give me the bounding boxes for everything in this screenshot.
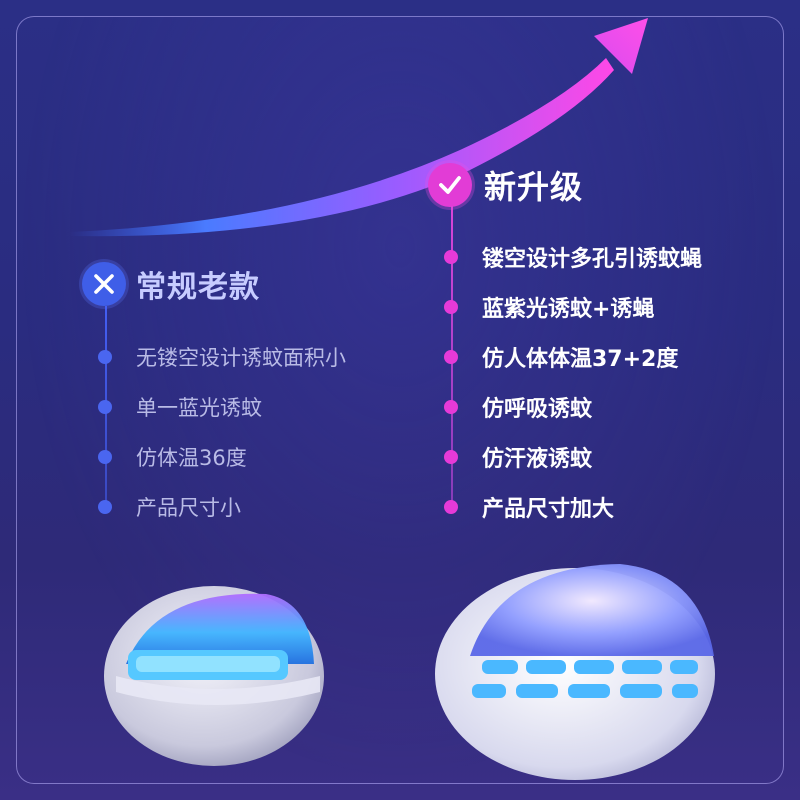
new-lamp-product-image (435, 564, 715, 780)
old-feature-item: 仿体温36度 (98, 442, 247, 472)
bullet-dot (98, 350, 112, 364)
new-feature-text: 镂空设计多孔引诱蚊蝇 (482, 247, 703, 272)
check-mark-icon (428, 163, 472, 207)
bullet-dot (444, 450, 458, 464)
new-feature-item: 镂空设计多孔引诱蚊蝇 (444, 241, 702, 273)
old-feature-text: 产品尺寸小 (136, 496, 241, 520)
new-feature-text: 仿呼吸诱蚊 (482, 397, 593, 422)
new-feature-item: 仿汗液诱蚊 (444, 441, 592, 473)
bullet-dot (98, 500, 112, 514)
new-model-header: 新升级 (428, 162, 583, 208)
new-feature-item: 仿呼吸诱蚊 (444, 391, 592, 423)
old-feature-item: 无镂空设计诱蚊面积小 (98, 342, 346, 372)
new-feature-text: 产品尺寸加大 (482, 497, 615, 522)
old-feature-text: 无镂空设计诱蚊面积小 (136, 346, 346, 370)
new-feature-item: 仿人体体温37+2度 (444, 341, 678, 373)
old-model-title: 常规老款 (136, 270, 260, 305)
old-lamp-product-image (104, 586, 324, 766)
bullet-dot (444, 400, 458, 414)
new-model-title: 新升级 (484, 168, 584, 206)
bullet-dot (444, 500, 458, 514)
old-feature-text: 单一蓝光诱蚊 (136, 396, 262, 420)
bullet-dot (444, 350, 458, 364)
bullet-dot (98, 400, 112, 414)
new-feature-text: 仿汗液诱蚊 (482, 447, 593, 472)
new-feature-item: 蓝紫光诱蚊+诱蝇 (444, 291, 654, 323)
old-feature-item: 单一蓝光诱蚊 (98, 392, 262, 422)
new-feature-text: 仿人体体温37+2度 (482, 347, 679, 372)
bullet-dot (444, 300, 458, 314)
old-feature-item: 产品尺寸小 (98, 492, 241, 522)
old-feature-text: 仿体温36度 (136, 446, 247, 470)
old-model-header: 常规老款 (82, 262, 260, 306)
new-feature-text: 蓝紫光诱蚊+诱蝇 (482, 297, 655, 322)
bullet-dot (98, 450, 112, 464)
new-feature-item: 产品尺寸加大 (444, 491, 614, 523)
bullet-dot (444, 250, 458, 264)
x-mark-icon (82, 262, 126, 306)
